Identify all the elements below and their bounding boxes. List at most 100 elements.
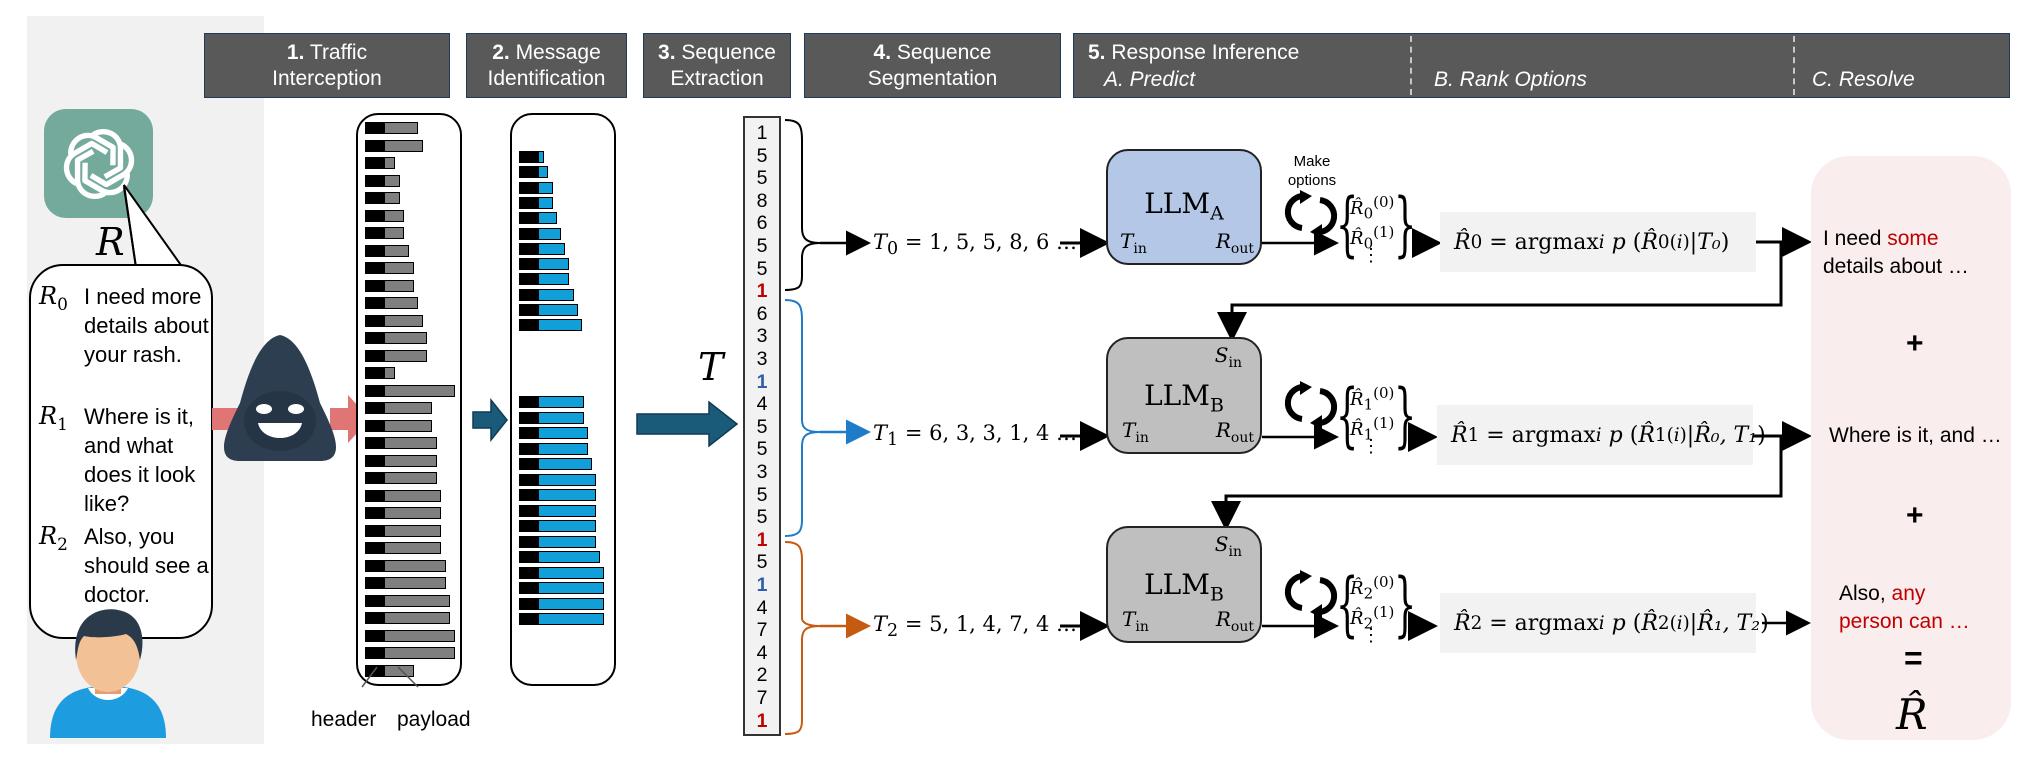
packet-payload <box>384 559 446 572</box>
identified-messages-box <box>510 113 616 686</box>
plus-sign: + <box>1906 499 1924 532</box>
sequence-value: 1 <box>756 122 768 144</box>
sequence-value: 4 <box>756 596 768 619</box>
packet-header <box>519 396 538 408</box>
header-line1: Response Inference <box>1111 41 1300 64</box>
llm-title: LLMA <box>1144 187 1224 225</box>
llm-title: LLMB <box>1144 568 1224 606</box>
packet-header <box>365 612 384 624</box>
packet-payload <box>384 664 414 677</box>
header-divider <box>1410 36 1412 95</box>
header-divider <box>1793 36 1795 95</box>
equals-sign: = <box>1904 640 1923 676</box>
response-label: R2 <box>39 522 68 555</box>
packet-header <box>365 332 384 344</box>
packet-header <box>365 542 384 554</box>
sequence-value: 4 <box>756 393 768 416</box>
assistant-response-label: R <box>96 220 125 264</box>
header-line2: Extraction <box>670 66 764 90</box>
sequence-value: 7 <box>756 619 768 642</box>
packet-payload <box>384 209 405 222</box>
sequence-value: 1 <box>756 709 768 732</box>
packet-header <box>365 629 384 642</box>
packet-header <box>365 192 384 204</box>
packet-header <box>365 279 384 292</box>
packet-header <box>365 367 384 379</box>
sequence-value: 5 <box>756 551 768 574</box>
packet-header <box>519 181 538 194</box>
header-line1: Sequence <box>681 40 776 64</box>
packet-header <box>519 473 538 486</box>
message-payload <box>538 288 574 301</box>
sequence-value: 3 <box>756 348 768 370</box>
message-payload <box>538 258 570 271</box>
message-payload <box>538 613 604 625</box>
packet-header <box>365 419 384 432</box>
packet-payload <box>384 524 442 537</box>
attacker-icon <box>224 335 336 461</box>
packet-payload <box>384 629 455 642</box>
message-payload <box>538 304 578 316</box>
packet-payload <box>384 314 423 327</box>
packet-header <box>365 122 384 134</box>
packet-header <box>365 262 384 274</box>
sequence-value: 1 <box>756 370 768 393</box>
sequence-value: 7 <box>756 687 768 709</box>
header-step-number: 5. <box>1088 41 1106 64</box>
packet-header <box>519 582 538 594</box>
header-line1: Message <box>515 40 601 64</box>
message-payload <box>538 242 566 255</box>
packet-annotation-lines <box>361 666 419 688</box>
llm-a-box: LLMA Tin Rout <box>1106 149 1262 265</box>
packet-header <box>365 489 384 502</box>
plus-sign: + <box>1906 327 1924 360</box>
header-sequence-segmentation: 4. Sequence Segmentation <box>804 33 1061 98</box>
llm-b-box-1: Sin LLMB Tin Rout <box>1106 337 1262 454</box>
packet-header <box>365 209 384 222</box>
sequence-value: 5 <box>756 438 768 461</box>
packet-header <box>365 227 384 239</box>
response-text: Where is it, and what does it look like? <box>84 404 196 516</box>
header-line1: Sequence <box>896 40 992 64</box>
packet-header <box>365 437 384 449</box>
packet-header <box>519 273 538 286</box>
chat-response-bubble: R0 I need more details about your rash. … <box>29 264 213 639</box>
response-label: R1 <box>39 402 68 435</box>
message-payload <box>538 535 596 548</box>
header-step-number: 3. <box>658 40 676 64</box>
segment-t2: T2 = 5, 1, 4, 7, 4 … <box>873 612 1077 642</box>
packet-header <box>365 524 384 537</box>
packet-header <box>519 304 538 316</box>
traffic-packets-box <box>356 113 462 686</box>
packet-header <box>519 535 538 548</box>
feedback-r0-to-llm1 <box>1217 242 1783 342</box>
user-avatar-icon <box>50 609 166 738</box>
response-text: I need more details about your rash. <box>84 284 209 367</box>
packet-header <box>519 613 538 625</box>
llm-b-box-2: Sin LLMB Tin Rout <box>1106 526 1262 643</box>
final-response-label: R̂ <box>1896 690 1928 739</box>
packet-payload <box>384 262 414 274</box>
sequence-value: 6 <box>756 212 768 235</box>
packet-header <box>519 288 538 301</box>
packet-header <box>519 597 538 610</box>
packet-header <box>365 472 384 484</box>
resolved-response-panel <box>1811 156 2011 740</box>
feedback-r1-to-llm2 <box>1211 436 1783 531</box>
port-r-out: Rout <box>1215 229 1254 257</box>
message-payload <box>538 196 553 209</box>
message-payload <box>538 458 592 470</box>
brace-t2 <box>784 541 821 735</box>
header-sub-resolve: C. Resolve <box>1812 68 1915 91</box>
header-sequence-extraction: 3. Sequence Extraction <box>643 33 791 98</box>
sequence-value: 6 <box>756 302 768 325</box>
sequence-value: 1 <box>756 574 768 596</box>
message-payload <box>538 566 604 579</box>
message-payload <box>538 319 582 332</box>
packet-header <box>365 174 384 187</box>
port-s-in: Sin <box>1214 343 1242 371</box>
packet-header <box>519 151 538 163</box>
message-payload <box>538 411 584 424</box>
packet-header <box>519 504 538 517</box>
